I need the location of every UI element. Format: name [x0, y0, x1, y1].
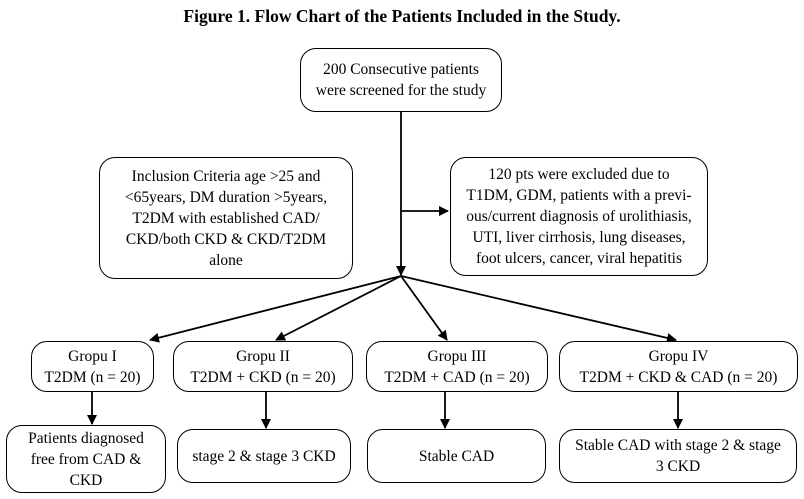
inclusion-line-2: <65years, DM duration >5years,	[124, 188, 328, 206]
group-4-description: T2DM + CKD & CAD (n = 20)	[579, 368, 778, 386]
connector-to-group-1	[149, 275, 402, 343]
connector-to-group-2	[275, 275, 402, 341]
inclusion-line-1: Inclusion Criteria age >25 and	[131, 167, 321, 185]
group-1-box: Gropu I T2DM (n = 20)	[31, 341, 154, 392]
screening-line-2: were screened for the study	[315, 82, 487, 99]
group-4-name: Gropu IV	[648, 347, 709, 365]
outcome-1-box: Patients diagnosed free from CAD & CKD	[6, 425, 166, 493]
figure-title: Figure 1. Flow Chart of the Patients Inc…	[183, 6, 621, 26]
outcome-1-line-2: free from CAD &	[30, 450, 142, 468]
group-3-box: Gropu III T2DM + CAD (n = 20)	[366, 341, 548, 392]
outcome-2-line-1: stage 2 & stage 3 CKD	[192, 447, 336, 465]
screening-box: 200 Consecutive patients were screened f…	[300, 48, 502, 112]
outcome-4-line-2: 3 CKD	[655, 458, 701, 475]
inclusion-criteria-box: Inclusion Criteria age >25 and <65years,…	[99, 157, 353, 279]
group-2-description: T2DM + CKD (n = 20)	[190, 368, 336, 386]
screening-line-1: 200 Consecutive patients	[323, 61, 479, 78]
exclusion-line-1: 120 pts were excluded due to	[488, 166, 670, 183]
group-3-description: T2DM + CAD (n = 20)	[384, 368, 530, 386]
group-2-box: Gropu II T2DM + CKD (n = 20)	[173, 341, 353, 392]
outcome-3-line-1: Stable CAD	[418, 447, 495, 465]
group-4-box: Gropu IV T2DM + CKD & CAD (n = 20)	[559, 341, 798, 392]
inclusion-line-5: alone	[209, 251, 243, 269]
inclusion-line-4: CKD/both CKD & CKD/T2DM	[125, 230, 327, 248]
outcome-3-box: Stable CAD	[367, 429, 546, 483]
group-3-name: Gropu III	[427, 347, 487, 365]
outcome-4-line-1: Stable CAD with stage 2 & stage	[575, 437, 781, 454]
group-2-name: Gropu II	[236, 347, 290, 365]
connector-to-group-3	[400, 275, 448, 341]
outcome-4-box: Stable CAD with stage 2 & stage 3 CKD	[559, 429, 797, 483]
exclusion-line-4: UTI, liver cirrhosis, lung diseases,	[472, 229, 686, 246]
group-1-description: T2DM (n = 20)	[44, 368, 141, 386]
exclusion-box: 120 pts were excluded due to T1DM, GDM, …	[450, 157, 708, 276]
connector-to-group-4	[400, 275, 677, 343]
outcome-1-line-3: CKD	[69, 471, 103, 489]
exclusion-line-2: T1DM, GDM, patients with a previ-	[466, 187, 692, 204]
inclusion-line-3: T2DM with established CAD/	[132, 209, 320, 227]
exclusion-line-5: foot ulcers, cancer, viral hepatitis	[476, 250, 682, 267]
exclusion-line-3: ous/current diagnosis of urolithiasis,	[466, 208, 692, 225]
outcome-1-line-1: Patients diagnosed	[28, 429, 144, 447]
group-1-name: Gropu I	[68, 347, 117, 365]
outcome-2-box: stage 2 & stage 3 CKD	[177, 429, 351, 483]
